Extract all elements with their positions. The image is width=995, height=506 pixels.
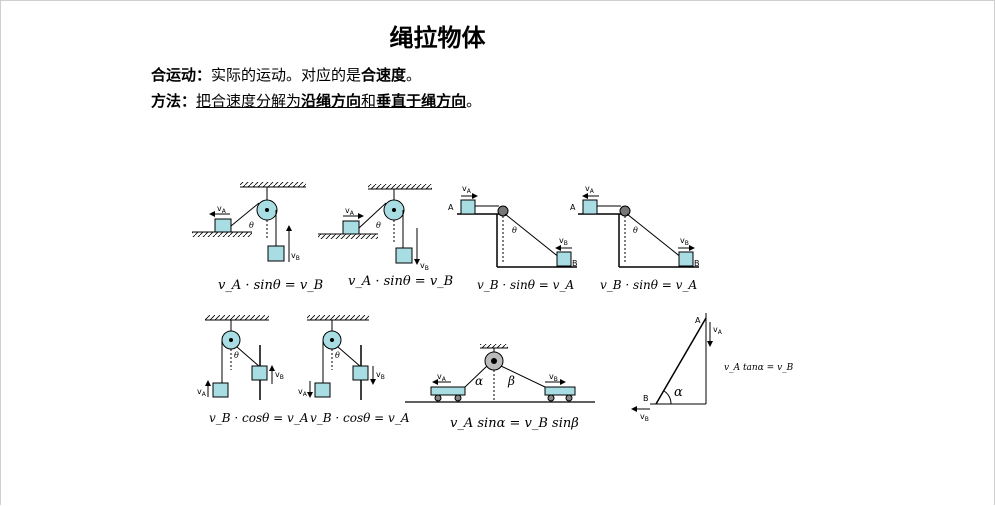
diagram-3: A B vA vB θ v_B · sinθ = v_A xyxy=(448,184,578,292)
d4-theta: θ xyxy=(633,226,638,235)
method-end: 。 xyxy=(466,92,482,110)
diagram-1: vA vB θ v_A · sinθ = v_B xyxy=(192,182,323,293)
diagram-6: vA vB θ v_B · cosθ = v_A xyxy=(298,315,410,425)
d7-va-label: vA xyxy=(437,372,447,383)
d3-equation: v_B · sinθ = v_A xyxy=(477,278,574,292)
d3-a-label: A xyxy=(448,203,454,212)
d7-vb-label: vB xyxy=(549,372,558,383)
d4-equation: v_B · sinθ = v_A xyxy=(600,278,697,292)
d5-equation: v_B · cosθ = v_A xyxy=(209,411,309,425)
d3-theta: θ xyxy=(512,226,517,235)
d8-va-label: vA xyxy=(713,325,723,336)
d8-b-label: B xyxy=(643,394,649,403)
diagram-4: A B vA vB θ v_B · sinθ = v_A xyxy=(570,184,700,292)
d2-theta: θ xyxy=(376,221,381,230)
method-text: 把合速度分解为沿绳方向和垂直于绳方向 xyxy=(196,92,467,110)
d7-beta: β xyxy=(507,374,515,388)
d8-alpha: α xyxy=(674,385,683,400)
d3-b-label: B xyxy=(572,259,578,268)
d4-vb-label: vB xyxy=(680,236,689,247)
d1-va-label: vA xyxy=(217,204,227,215)
diagram-2: vA vB θ v_A · sinθ = v_B xyxy=(318,184,453,289)
d1-theta: θ xyxy=(249,221,254,230)
d8-vb-label: vB xyxy=(640,412,649,423)
page-title: 绳拉物体 xyxy=(389,23,486,52)
d5-theta: θ xyxy=(234,351,239,360)
d1-vb-label: vB xyxy=(291,251,300,262)
d1-equation: v_A · sinθ = v_B xyxy=(218,278,323,293)
d7-equation: v_A sinα = v_B sinβ xyxy=(450,416,579,431)
d5-va-label: vA xyxy=(197,387,207,398)
definition-text: 实际的运动。对应的是 xyxy=(211,66,362,84)
diagram-8: A B α vA vB v_A tanα = v_B xyxy=(631,313,794,423)
definition-bold: 合速度 xyxy=(361,66,407,84)
diagram-5: vA vB θ v_B · cosθ = v_A xyxy=(197,315,309,425)
method-line: 方法：把合速度分解为沿绳方向和垂直于绳方向。 xyxy=(151,90,481,111)
definition-end: 。 xyxy=(406,66,422,84)
d7-alpha: α xyxy=(475,374,483,388)
d4-va-label: vA xyxy=(585,184,595,195)
definition-label: 合运动： xyxy=(151,66,212,84)
d6-va-label: vA xyxy=(298,387,308,398)
d2-equation: v_A · sinθ = v_B xyxy=(348,274,453,289)
d4-b-label: B xyxy=(694,259,700,268)
d3-vb-label: vB xyxy=(559,236,568,247)
d4-a-label: A xyxy=(570,203,576,212)
d2-vb-label: vB xyxy=(420,261,429,272)
d3-va-label: vA xyxy=(462,184,472,195)
d8-a-label: A xyxy=(695,316,701,325)
d5-vb-label: vB xyxy=(275,370,284,381)
definition-line: 合运动：实际的运动。对应的是合速度。 xyxy=(151,64,421,85)
d6-equation: v_B · cosθ = v_A xyxy=(310,411,410,425)
method-label: 方法： xyxy=(151,92,197,110)
d2-va-label: vA xyxy=(345,206,355,217)
d6-vb-label: vB xyxy=(376,370,385,381)
diagram-7: vA vB α β v_A sinα = v_B sinβ xyxy=(405,344,595,431)
d8-equation: v_A tanα = v_B xyxy=(724,363,794,373)
d6-theta: θ xyxy=(335,351,340,360)
